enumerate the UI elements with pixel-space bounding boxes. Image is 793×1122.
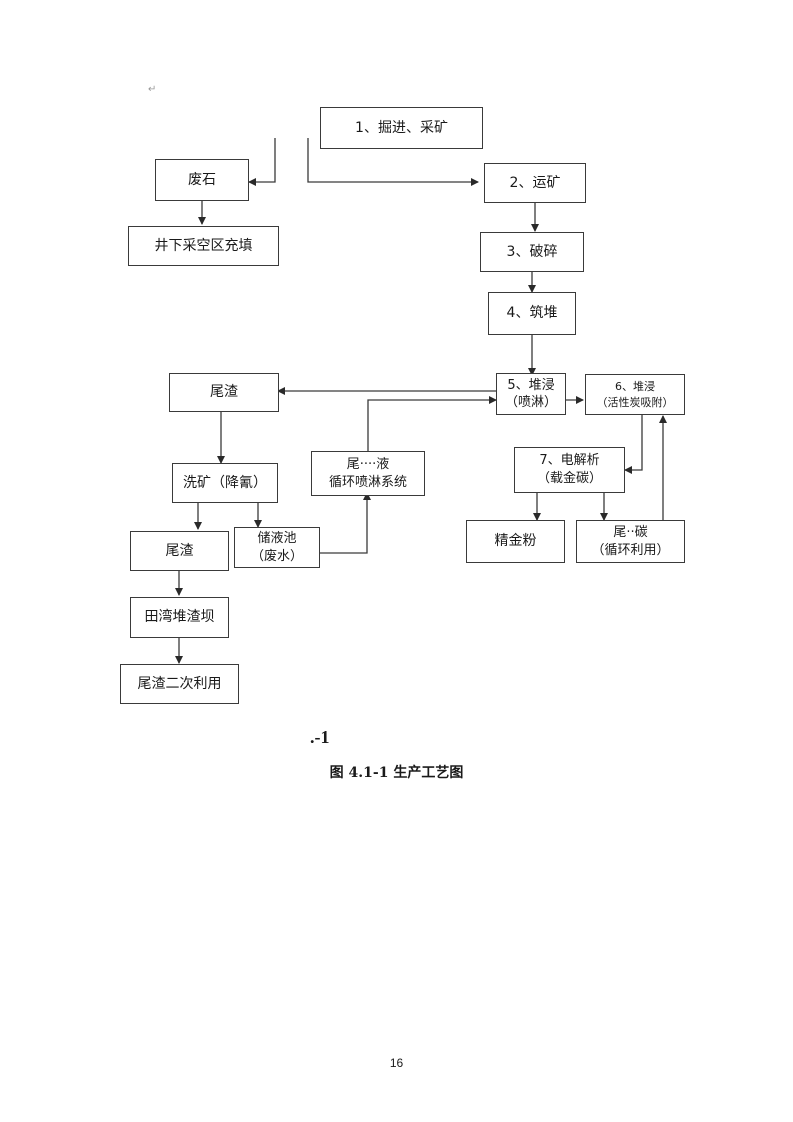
node-label: 2、运矿 (509, 174, 561, 191)
node-electrolysis: 7、电解析 （载金碳） (514, 447, 625, 493)
node-label-line2: （废水） (250, 548, 303, 564)
node-label-line2: （活性炭吸附） (596, 395, 674, 409)
node-label: 洗矿（降氰） (183, 474, 267, 491)
stray-text: .-1 (310, 727, 330, 747)
node-label-line1: 7、电解析 (539, 453, 600, 468)
node-label: 废石 (188, 171, 216, 188)
node-heap-leaching-spray: 5、堆浸 （喷淋） (496, 373, 566, 415)
node-heaping: 4、筑堆 (488, 292, 576, 335)
node-label: 1、掘进、采矿 (355, 119, 448, 136)
arrow-adsorption-to-electrolysis (624, 415, 643, 474)
figure-caption: 图 4.1-1 生产工艺图 (329, 765, 464, 781)
node-label: 尾渣 (210, 384, 238, 400)
node-tailings-reuse: 尾渣二次利用 (120, 664, 239, 704)
node-label-line1: 5、堆浸 (507, 378, 555, 393)
node-label: 4、筑堆 (506, 305, 558, 321)
connector-layer (175, 138, 667, 664)
node-slag-dam: 田湾堆渣坝 (130, 597, 229, 638)
node-label-line2: （喷淋） (504, 395, 557, 410)
node-ore-washing: 洗矿（降氰） (172, 463, 278, 503)
node-label-line2: （循环利用） (591, 542, 670, 558)
node-label: 精金粉 (494, 533, 537, 549)
arrow-mining-to-transport (307, 138, 479, 186)
node-crushing: 3、破碎 (480, 232, 584, 272)
arrow-tail-liquid-to-leaching (367, 396, 497, 451)
node-label: 尾渣二次利用 (137, 675, 222, 692)
node-label: 3、破碎 (506, 243, 558, 260)
node-storage-pool: 储液池 （废水） (234, 527, 320, 568)
node-transport: 2、运矿 (484, 163, 586, 203)
node-tailings-1: 尾渣 (169, 373, 279, 412)
arrow-mining-to-waste-rock (248, 138, 276, 186)
node-waste-rock: 废石 (155, 159, 249, 201)
node-label-line1: 6、堆浸 (615, 379, 655, 393)
arrow-storage-to-tail-liquid (320, 492, 371, 554)
process-flow-diagram: 1、掘进、采矿 废石 井下采空区充填 2、运矿 3、破碎 4、筑堆 尾渣 5、堆… (100, 95, 705, 723)
node-label-line1: 尾··碳 (613, 524, 648, 540)
node-mining: 1、掘进、采矿 (320, 107, 483, 149)
node-label-line2: 循环喷淋系统 (328, 474, 407, 490)
node-tailings-2: 尾渣 (130, 531, 229, 571)
node-label-line1: 储液池 (257, 530, 297, 546)
node-label-line2: （载金碳） (536, 471, 602, 486)
node-label: 尾渣 (165, 542, 194, 559)
page-number: 16 (389, 1056, 404, 1070)
node-backfill: 井下采空区充填 (128, 226, 279, 266)
node-gold-powder: 精金粉 (466, 520, 565, 563)
node-heap-leaching-adsorption: 6、堆浸 （活性炭吸附） (585, 374, 685, 415)
node-tail-liquid-recycle: 尾····液 循环喷淋系统 (311, 451, 425, 496)
paragraph-mark: ↵ (148, 84, 157, 95)
node-label-line1: 尾····液 (346, 456, 390, 472)
node-label: 田湾堆渣坝 (144, 609, 215, 625)
node-label: 井下采空区充填 (154, 237, 253, 254)
node-tail-carbon: 尾··碳 （循环利用） (576, 520, 685, 563)
